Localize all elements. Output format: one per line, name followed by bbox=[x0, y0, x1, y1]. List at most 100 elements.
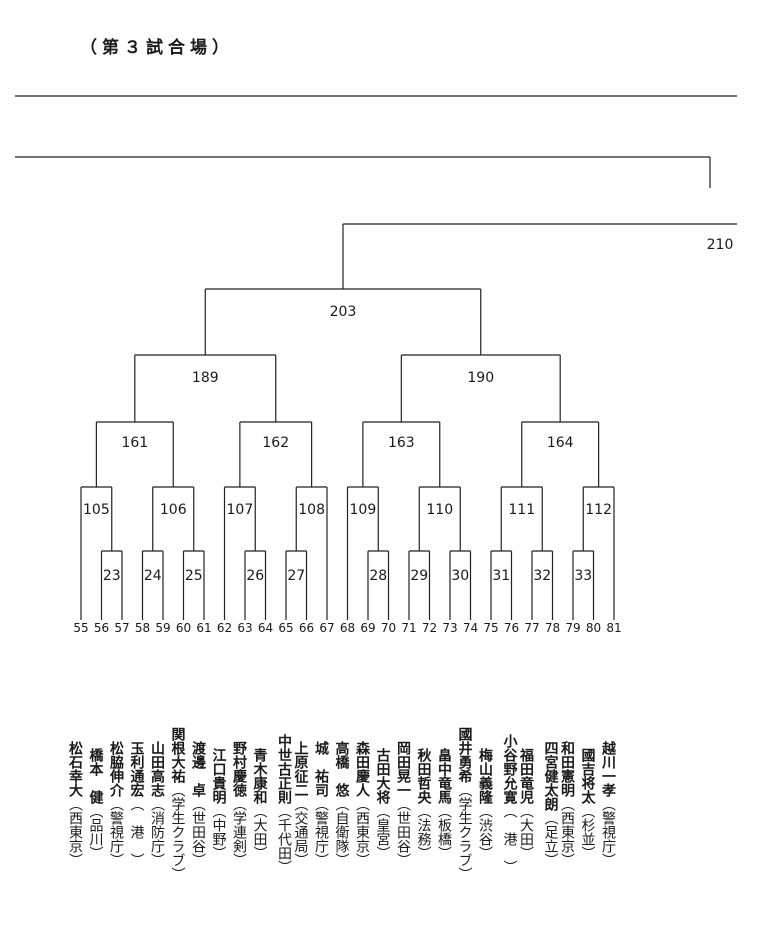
player-name: 福田竜児 bbox=[518, 748, 534, 804]
player-name: 中世古正則 bbox=[276, 734, 292, 804]
player-number: 65 bbox=[278, 621, 294, 635]
player-name: 青木康和 bbox=[251, 748, 268, 804]
player-entry: 玉利通宏（ 港 ） bbox=[129, 664, 153, 944]
player-entry: 橋本 健（品川） bbox=[88, 664, 112, 944]
match-number-label: 32 bbox=[533, 568, 551, 584]
match-number-label: 105 bbox=[83, 502, 110, 518]
player-name: 野村慶徳 bbox=[231, 741, 247, 797]
player-name: 國井勇希 bbox=[456, 727, 473, 783]
player-team: （杉並） bbox=[579, 804, 596, 860]
match-number-label: 33 bbox=[574, 568, 592, 584]
player-entry: 小谷野允寛（ 港 ） bbox=[502, 664, 522, 944]
player-number: 71 bbox=[401, 621, 417, 635]
player-name: 森田慶人 bbox=[354, 741, 370, 797]
player-number: 62 bbox=[216, 621, 233, 635]
player-entry: 和田憲明（西東京） bbox=[559, 664, 583, 944]
player-number: 67 bbox=[319, 621, 335, 635]
player-number: 75 bbox=[483, 621, 499, 635]
player-name: 山田高志 bbox=[149, 741, 165, 797]
player-entry: 國吉将太（杉並） bbox=[580, 664, 604, 944]
player-number: 61 bbox=[196, 621, 212, 635]
player-team: （ 港 ） bbox=[501, 804, 518, 874]
player-entry: 越川一孝（警視庁） bbox=[600, 664, 624, 944]
player-entry: 國井勇希（学生クラブ） bbox=[457, 664, 481, 944]
match-number-label: 23 bbox=[103, 568, 121, 584]
player-entry: 城 祐司（警視庁） bbox=[313, 664, 337, 944]
player-number: 57 bbox=[114, 621, 130, 635]
player-name: 松石幸大 bbox=[67, 741, 83, 797]
player-entry: 岡田晃一（世田谷） bbox=[395, 664, 419, 944]
match-number-label: 24 bbox=[144, 568, 162, 584]
player-entry: 森田慶人（西東京） bbox=[354, 664, 378, 944]
player-team: （足立） bbox=[542, 811, 559, 867]
player-team: （警視庁） bbox=[108, 797, 124, 867]
player-entry: 福田竜児（大田） bbox=[518, 664, 542, 944]
player-number: 70 bbox=[380, 621, 397, 635]
player-number: 55 bbox=[73, 621, 89, 635]
player-number: 64 bbox=[257, 621, 274, 635]
match-number-label: 112 bbox=[585, 502, 612, 518]
player-number: 58 bbox=[134, 621, 151, 635]
match-number-label: 190 bbox=[467, 370, 494, 386]
player-team: （自衛隊） bbox=[333, 797, 350, 867]
player-entry: 高橋 悠（自衛隊） bbox=[334, 664, 358, 944]
player-name: 岡田晃一 bbox=[395, 741, 411, 797]
player-entry: 松脇伸介（警視庁） bbox=[108, 664, 132, 944]
match-number-label: 30 bbox=[451, 568, 469, 584]
player-team: （大田） bbox=[518, 804, 534, 860]
player-entry: 青木康和（大田） bbox=[252, 664, 276, 944]
match-number-label: 210 bbox=[707, 237, 734, 253]
player-entry: 松石幸大（西東京） bbox=[67, 664, 91, 944]
player-team: （世田谷） bbox=[395, 797, 411, 867]
player-team: （警視庁） bbox=[313, 797, 329, 867]
player-number: 60 bbox=[175, 621, 192, 635]
venue-title: （第３試合場） bbox=[80, 38, 234, 58]
player-entry: 山田高志（消防庁） bbox=[149, 664, 173, 944]
match-number-label: 109 bbox=[350, 502, 377, 518]
player-name: 畠中竜馬 bbox=[436, 748, 452, 804]
player-number: 79 bbox=[565, 621, 581, 635]
match-number-label: 108 bbox=[298, 502, 325, 518]
player-team: （板橋） bbox=[436, 804, 452, 860]
player-name: 小谷野允寛 bbox=[501, 734, 518, 804]
player-team: （千代田） bbox=[276, 804, 292, 874]
player-team: （法務） bbox=[415, 804, 432, 860]
player-number: 72 bbox=[421, 621, 438, 635]
player-name: 橋本 健 bbox=[87, 748, 104, 804]
player-team: （西東京） bbox=[67, 797, 83, 867]
player-name: 松脇伸介 bbox=[108, 741, 124, 797]
match-number-label: 28 bbox=[369, 568, 387, 584]
match-number-label: 110 bbox=[426, 502, 453, 518]
player-number: 63 bbox=[237, 621, 253, 635]
player-number: 76 bbox=[503, 621, 520, 635]
player-entry: 畠中竜馬（板橋） bbox=[436, 664, 460, 944]
match-number-label: 29 bbox=[410, 568, 428, 584]
player-number: 78 bbox=[544, 621, 561, 635]
match-number-label: 26 bbox=[246, 568, 264, 584]
player-number: 80 bbox=[585, 621, 602, 635]
player-name: 渡邊 卓 bbox=[190, 741, 206, 797]
match-number-label: 161 bbox=[121, 435, 148, 451]
player-team: （世田谷） bbox=[190, 797, 206, 867]
match-number-label: 203 bbox=[330, 304, 357, 320]
player-name: 國吉将太 bbox=[579, 748, 596, 804]
match-number-label: 163 bbox=[388, 435, 415, 451]
player-number: 73 bbox=[442, 621, 458, 635]
player-name: 四宮健太朗 bbox=[542, 741, 559, 811]
match-number-label: 189 bbox=[192, 370, 219, 386]
player-name: 上原征二 bbox=[292, 741, 309, 797]
player-entry: 古田大将（皇宮） bbox=[375, 664, 399, 944]
player-team: （ 港 ） bbox=[128, 797, 145, 867]
player-entry: 中世古正則（千代田） bbox=[276, 664, 296, 944]
player-name: 越川一孝 bbox=[600, 741, 616, 797]
match-number-label: 31 bbox=[492, 568, 510, 584]
player-team: （皇宮） bbox=[374, 804, 391, 860]
player-team: （品川） bbox=[87, 804, 104, 860]
player-name: 高橋 悠 bbox=[333, 741, 350, 797]
player-name-row: 松石幸大（西東京）橋本 健（品川）松脇伸介（警視庁）玉利通宏（ 港 ）山田高志（… bbox=[0, 664, 760, 944]
match-number-label: 111 bbox=[508, 502, 535, 518]
player-team: （西東京） bbox=[559, 797, 575, 867]
player-name: 玉利通宏 bbox=[128, 741, 145, 797]
